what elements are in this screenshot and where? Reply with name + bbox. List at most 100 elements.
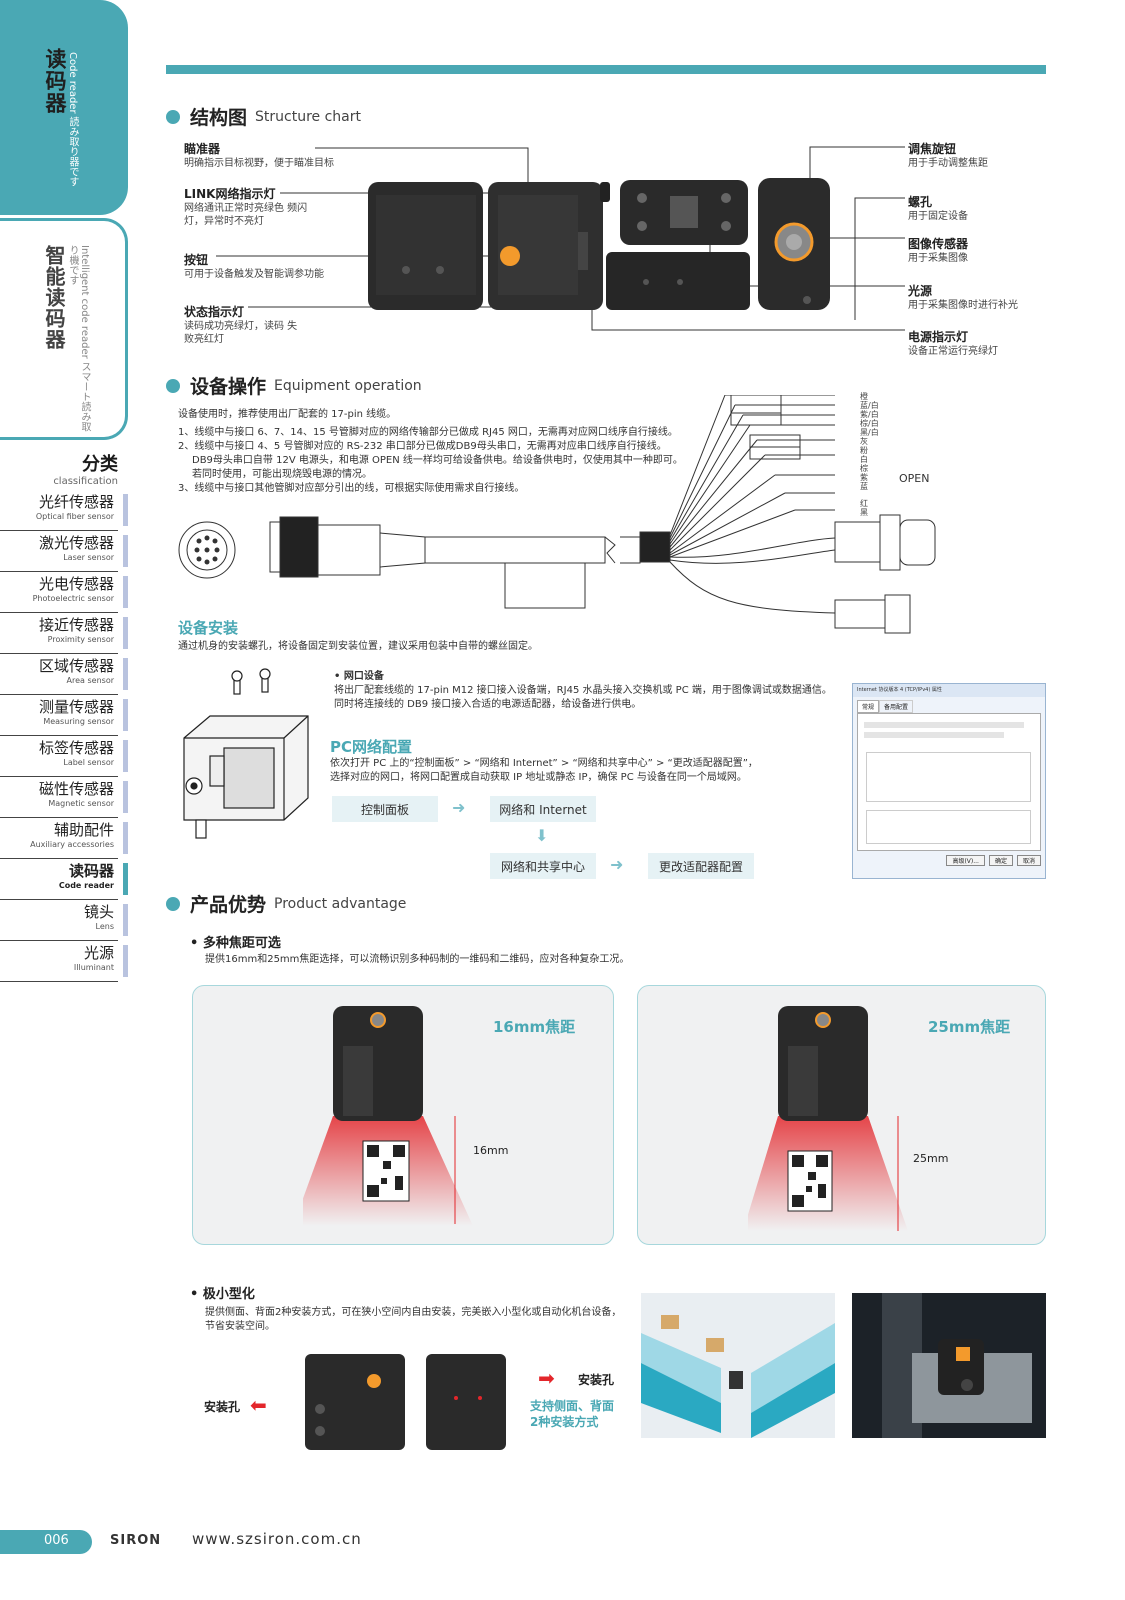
advanced-button[interactable]: 高级(V)... bbox=[946, 855, 985, 866]
mount-hole-marker bbox=[478, 1396, 482, 1400]
mini-desc: 提供侧面、背面2种安装方式，可在狭小空间内自由安装，完美嵌入小型化或自动化机台设… bbox=[205, 1306, 635, 1334]
arrow-left-icon: ⬅ bbox=[250, 1393, 267, 1417]
cable-instructions: 设备使用时，推荐使用出厂配套的 17-pin 线缆。 1、线缆中与接口 6、7、… bbox=[178, 408, 718, 496]
focus-25-dim: 25mm bbox=[913, 1152, 949, 1165]
focus-title: • 多种焦距可选 bbox=[190, 936, 281, 951]
wire-color-list: 橙 蓝/白 紫/白 棕/白 黑/白 灰 粉 白 棕 紫 蓝 红 黑 bbox=[860, 392, 890, 517]
section-title-zh: 产品优势 bbox=[190, 894, 267, 916]
label-desc: 可用于设备触发及智能调参功能 bbox=[184, 269, 324, 280]
flow-network-internet[interactable]: 网络和 Internet bbox=[490, 796, 596, 822]
focus-16-title: 16mm焦距 bbox=[493, 1018, 576, 1036]
category-label: 接近传感器 bbox=[38, 616, 114, 634]
operation-section-heading: 设备操作 Equipment operation bbox=[166, 372, 422, 399]
section-title-en: Product advantage bbox=[274, 895, 407, 912]
category-label: 镜头 bbox=[83, 903, 114, 921]
wire-color: 黑 bbox=[860, 508, 868, 517]
network-desc-line: 同时将连接线的 DB9 接口接入合适的电源适配器，给设备进行供电。 bbox=[334, 699, 642, 710]
focus-16-image bbox=[303, 1006, 473, 1226]
wire-color: 紫 bbox=[860, 473, 868, 482]
light-dot bbox=[315, 1426, 325, 1436]
mount-hole-marker bbox=[454, 1396, 458, 1400]
device-front-image bbox=[606, 180, 750, 310]
label-desc: 用于手动调整焦距 bbox=[908, 158, 988, 169]
dialog-title: Internet 协议版本 4 (TCP/IPv4) 属性 bbox=[853, 684, 1045, 697]
focus-16-dim: 16mm bbox=[473, 1144, 509, 1157]
mini-desc-line: 节省安装空间。 bbox=[205, 1321, 275, 1332]
product-tab-title: 读码器 bbox=[43, 48, 67, 114]
category-sublabel: Label sensor bbox=[63, 758, 114, 767]
product-tab-subtitle: Code reader 読み取り器です bbox=[67, 52, 78, 187]
flow-sharing-center[interactable]: 网络和共享中心 bbox=[490, 853, 596, 879]
pc-network-desc: 依次打开 PC 上的“控制面板” > “网络和 Internet” > “网络和… bbox=[330, 757, 830, 785]
category-heading-en: classification bbox=[53, 476, 118, 487]
focus-25-title: 25mm焦距 bbox=[928, 1018, 1011, 1036]
label-desc: 设备正常运行亮绿灯 bbox=[908, 346, 998, 357]
website-url[interactable]: www.szsiron.com.cn bbox=[192, 1530, 362, 1548]
cancel-button[interactable]: 取消 bbox=[1016, 855, 1041, 866]
label-desc: 用于固定设备 bbox=[908, 211, 968, 222]
wire-color: 灰 bbox=[860, 437, 868, 446]
structure-section-heading: 结构图 Structure chart bbox=[166, 103, 361, 130]
category-sublabel: Measuring sensor bbox=[43, 717, 114, 726]
label-title: 螺孔 bbox=[908, 195, 933, 209]
dialog-panel bbox=[857, 713, 1041, 851]
wire-color: 红 bbox=[860, 499, 868, 508]
section-title-zh: 设备操作 bbox=[190, 376, 267, 398]
device-back-image bbox=[368, 182, 483, 310]
category-marker bbox=[123, 945, 128, 977]
flow-control-panel[interactable]: 控制面板 bbox=[332, 796, 438, 822]
label-screw-hole: 螺孔 用于固定设备 bbox=[908, 195, 968, 223]
label-title: 调焦旋钮 bbox=[908, 142, 957, 156]
arrow-right-icon: ➜ bbox=[610, 855, 624, 874]
dialog-tab[interactable]: 常规 bbox=[857, 700, 880, 713]
cable-intro: 设备使用时，推荐使用出厂配套的 17-pin 线缆。 bbox=[178, 409, 397, 420]
smart-reader-tab[interactable]: 智能读码器 Intelligent code reader スマート読み取り機で… bbox=[0, 218, 128, 440]
ok-button[interactable]: 确定 bbox=[988, 855, 1013, 866]
product-tab[interactable]: 读码器 Code reader 読み取り器です bbox=[0, 0, 128, 215]
category-label: 标签传感器 bbox=[38, 739, 114, 757]
cable-item: 2、线缆中与接口 4、5 号管脚对应的 RS-232 串口部分已做成DB9母头串… bbox=[178, 441, 667, 452]
wire-color: 橙 bbox=[860, 392, 868, 401]
focus-16-panel: 16mm焦距 16mm bbox=[192, 985, 614, 1245]
smart-tab-title: 智能读码器 bbox=[42, 245, 66, 350]
label-desc: 明确指示目标视野，便于瞄准目标 bbox=[184, 158, 334, 169]
wire-color: 棕 bbox=[860, 464, 868, 473]
focus-25-image bbox=[748, 1006, 908, 1231]
pc-desc-line: 选择对应的网口，将网口配置成自动获取 IP 地址或静态 IP，确保 PC 与设备… bbox=[330, 772, 747, 783]
section-title-zh: 结构图 bbox=[190, 107, 248, 129]
label-link-led: LINK网络指示灯 网络通讯正常时亮绿色 频闪灯，异常时不亮灯 bbox=[184, 187, 324, 228]
dialog-tab[interactable]: 备用配置 bbox=[879, 700, 914, 713]
flow-adapter-settings[interactable]: 更改适配器配置 bbox=[648, 853, 754, 879]
section-bullet-icon bbox=[166, 896, 180, 911]
dialog-text-line bbox=[864, 732, 1004, 738]
network-title: • 网口设备 bbox=[334, 671, 384, 682]
category-marker bbox=[123, 617, 128, 649]
label-desc: 用于采集图像时进行补光 bbox=[908, 300, 1018, 311]
category-label: 读码器 bbox=[68, 862, 114, 880]
install-desc: 通过机身的安装螺孔，将设备固定到安装位置，建议采用包装中自带的螺丝固定。 bbox=[178, 641, 538, 652]
network-device-block: • 网口设备 将出厂配套线缆的 17-pin M12 接口接入设备端，RJ45 … bbox=[334, 670, 844, 712]
label-desc: 网络通讯正常时亮绿色 频闪灯，异常时不亮灯 bbox=[184, 203, 308, 227]
dialog-buttons: 高级(V)... 确定 取消 bbox=[853, 851, 1045, 870]
section-title-en: Equipment operation bbox=[274, 377, 422, 394]
category-marker bbox=[123, 781, 128, 813]
category-marker bbox=[123, 863, 128, 895]
mini-title: • 极小型化 bbox=[190, 1287, 255, 1302]
label-title: 瞄准器 bbox=[184, 142, 221, 156]
label-desc: 读码成功亮绿灯，读码 失败亮红灯 bbox=[184, 321, 298, 345]
category-heading-zh: 分类 bbox=[82, 454, 118, 475]
mini-device-front bbox=[305, 1354, 405, 1450]
